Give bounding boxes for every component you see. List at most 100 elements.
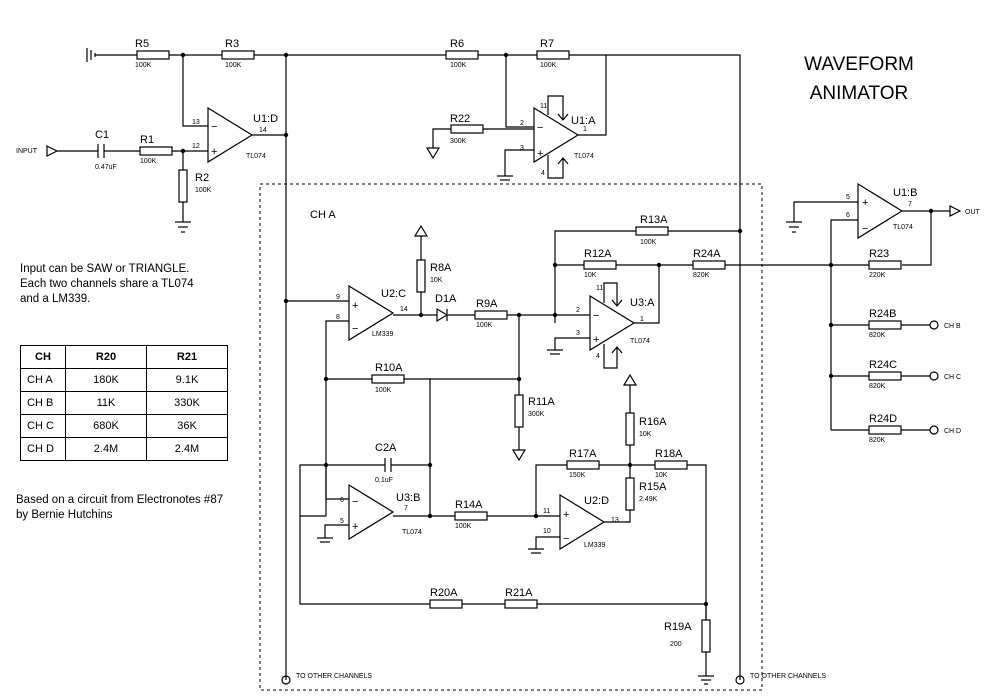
u3a-part: TL074	[630, 338, 650, 345]
resistor-r11a	[514, 394, 524, 428]
u2c-plus: +	[352, 300, 358, 312]
resistor-r24a	[692, 260, 726, 270]
r14a-label: R14A	[455, 499, 483, 511]
u2c-part: LM339	[372, 331, 394, 338]
resistor-r20a	[429, 599, 463, 609]
u2d-pin-out: 13	[611, 517, 619, 524]
opamp-u1a	[533, 106, 580, 164]
r24d-value: 820K	[869, 437, 886, 444]
u1a-pin-inv: 2	[520, 120, 524, 127]
u3b-pin-noninv: 5	[340, 518, 344, 525]
r22-label: R22	[450, 113, 470, 125]
table-cell: 11K	[65, 391, 147, 415]
ch-c-label: CH C	[944, 374, 961, 381]
r1-label: R1	[140, 134, 154, 146]
comparator-u2d	[559, 493, 606, 551]
channel-a-box	[259, 183, 763, 691]
u1d-pin-inv: 13	[192, 119, 200, 126]
resistor-r18a	[654, 460, 688, 470]
u2c-pin-out: 14	[400, 306, 408, 313]
input-port-icon	[46, 145, 59, 157]
r6-value: 100K	[450, 62, 467, 69]
c2a-label: C2A	[375, 442, 397, 454]
resistor-r1	[139, 146, 173, 156]
u1a-pin-g: 4	[541, 170, 545, 177]
ch-d-label: CH D	[944, 428, 961, 435]
u1d-part: TL074	[246, 153, 266, 160]
junction-dots	[180, 52, 934, 607]
r10a-label: R10A	[375, 362, 403, 374]
r1-value: 100K	[140, 158, 157, 165]
r5-label: R5	[135, 38, 149, 50]
vplus-r16a-icon	[622, 373, 638, 386]
table-header-r21: R21	[146, 345, 228, 369]
r17a-value: 150K	[569, 472, 586, 479]
ground-u1b-icon	[786, 221, 802, 233]
other-channels-port-1-icon	[281, 675, 291, 685]
r6-label: R6	[450, 38, 464, 50]
r12a-label: R12A	[584, 248, 612, 260]
other-channels-label-2: TO OTHER CHANNELS	[750, 673, 826, 680]
u1a-plus: +	[537, 148, 543, 160]
comparator-u2c	[348, 284, 395, 342]
u3a-pin-g: 4	[596, 353, 600, 360]
table-cell: CH D	[20, 437, 66, 461]
u1a-pin-out: 1	[583, 126, 587, 133]
u1a-pin-v: 11	[540, 103, 547, 110]
note-input-3: and a LM339.	[20, 293, 90, 305]
channel-a-label: CH A	[310, 209, 336, 221]
u3a-pin-noninv: 3	[576, 330, 580, 337]
note-input-2: Each two channels share a TL074	[20, 278, 194, 290]
resistor-r2	[178, 169, 188, 203]
table-cell: 180K	[65, 368, 147, 392]
r7-value: 100K	[540, 62, 557, 69]
r3-value: 100K	[225, 62, 242, 69]
resistor-r8a	[416, 259, 426, 293]
u3a-pin-inv: 2	[576, 307, 580, 314]
ch-c-port-icon	[929, 371, 939, 381]
resistor-r9a	[474, 310, 508, 320]
r23-label: R23	[869, 248, 889, 260]
u1d-label: U1:D	[253, 113, 278, 125]
table-cell: CH A	[20, 368, 66, 392]
r8a-value: 10K	[430, 277, 443, 284]
u2d-label: U2:D	[584, 495, 609, 507]
resistor-r13a	[635, 226, 669, 236]
capacitor-c1	[97, 144, 105, 158]
r11a-label: R11A	[528, 396, 555, 408]
r18a-label: R18A	[655, 448, 683, 460]
u1b-part: TL074	[893, 224, 913, 231]
ground-u1a-icon	[497, 175, 513, 181]
resistor-r10a	[371, 374, 405, 384]
u1a-label: U1:A	[571, 115, 596, 127]
ch-b-label: CH B	[944, 323, 961, 330]
u3a-pin-out: 1	[640, 316, 644, 323]
ground-r2-icon	[175, 221, 191, 233]
u1a-minus: −	[537, 122, 543, 134]
resistor-r19a	[701, 619, 711, 653]
resistor-r24c	[868, 371, 902, 381]
u1d-plus: +	[211, 146, 217, 158]
r19a-value: 200	[670, 641, 682, 648]
capacitor-c2a	[384, 458, 392, 472]
ground-u3a-icon	[547, 349, 563, 355]
r16a-value: 10K	[639, 431, 652, 438]
title-line-2: ANIMATOR	[810, 83, 909, 104]
u1d-minus: −	[211, 121, 217, 133]
vplus-r8a-icon	[413, 224, 429, 237]
table-row: CH B 11K 330K	[20, 391, 228, 415]
table-header-row: CH R20 R21	[20, 345, 228, 369]
r9a-label: R9A	[476, 298, 498, 310]
r15a-label: R15A	[639, 481, 667, 493]
u1b-label: U1:B	[893, 187, 917, 199]
title-line-1: WAVEFORM	[804, 54, 914, 75]
r13a-value: 100K	[640, 239, 657, 246]
u1a-pin-noninv: 3	[520, 145, 524, 152]
u2d-pin-b: 10	[543, 528, 551, 535]
ch-d-port-icon	[929, 425, 939, 435]
resistor-r3	[221, 50, 255, 60]
r16a-label: R16A	[639, 416, 667, 428]
r9a-value: 100K	[476, 322, 493, 329]
resistor-r5	[136, 50, 170, 60]
